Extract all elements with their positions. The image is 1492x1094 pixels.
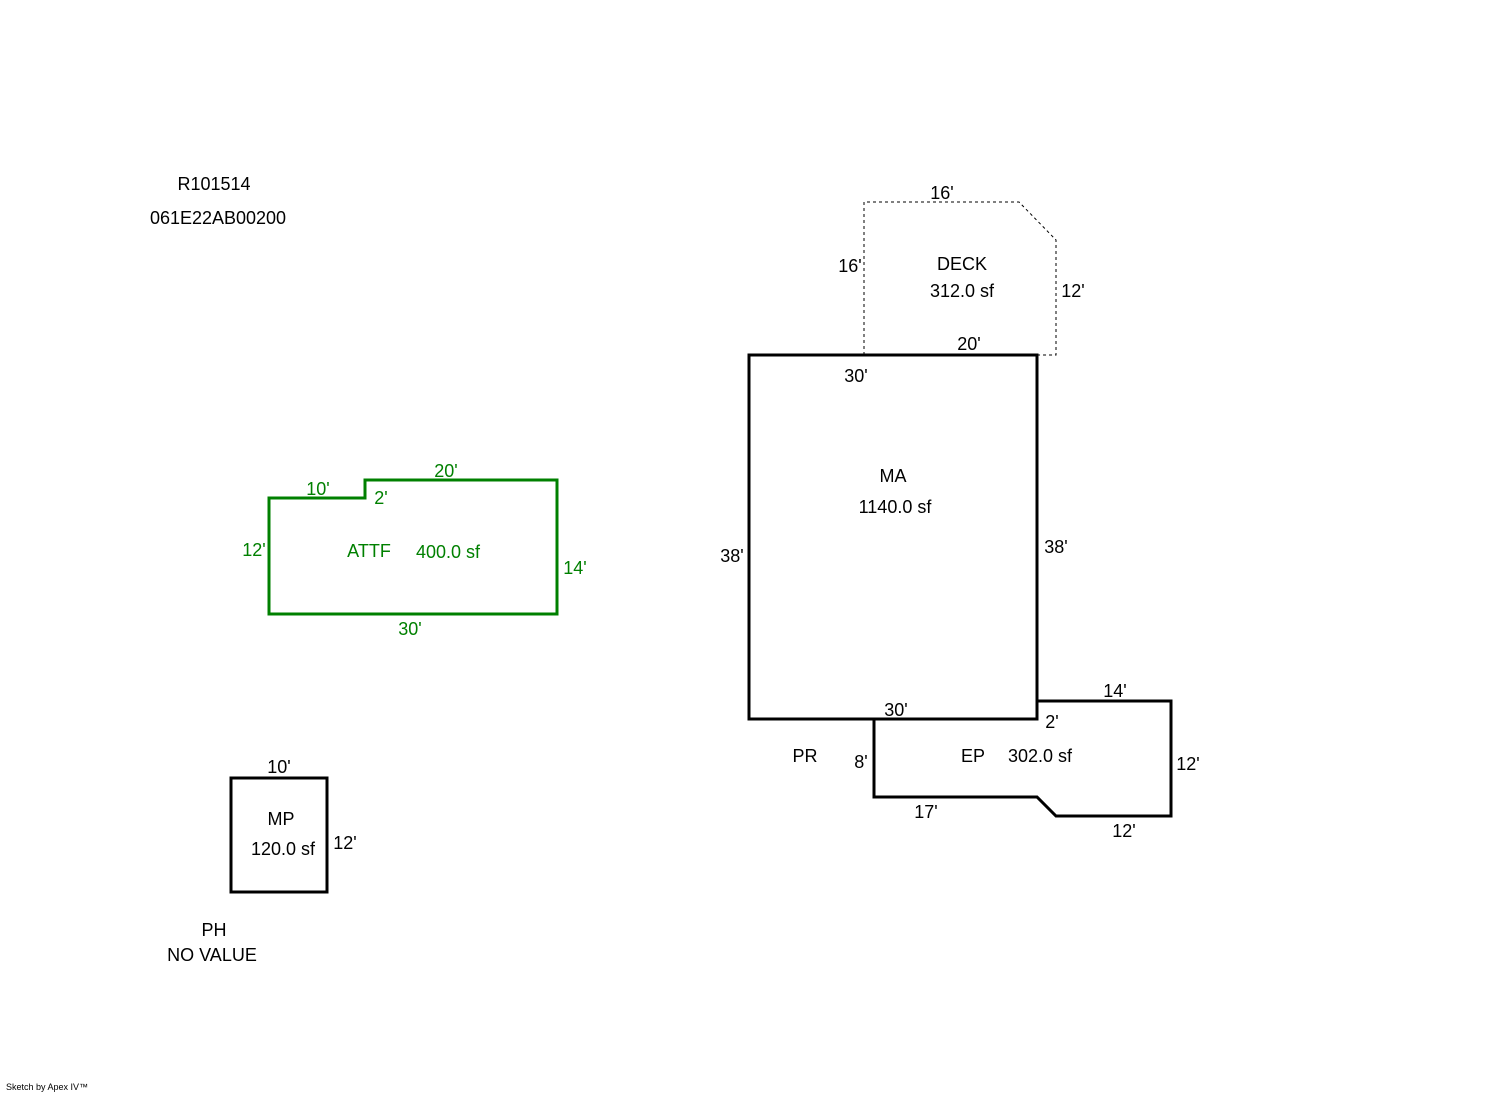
deck-dim-right: 12' (1061, 281, 1084, 301)
deck-area: DECK 312.0 sf 16' 16' 12' 20' (838, 183, 1085, 356)
garage-dim-right: 14' (563, 558, 586, 578)
enclosed-porch-value: 302.0 sf (1008, 746, 1073, 766)
attached-garage: ATTF 400.0 sf 10' 2' 20' 12' 14' 30' (242, 461, 586, 639)
porch-dim-top: 14' (1103, 681, 1126, 701)
mp-outline (229, 776, 329, 894)
mp-area-value: 120.0 sf (251, 839, 316, 859)
deck-area-value: 312.0 sf (930, 281, 995, 301)
garage-dim-bottom: 30' (398, 619, 421, 639)
porch-dim-notch: 2' (1045, 712, 1058, 732)
map-tax-lot: 061E22AB00200 (150, 208, 286, 228)
main-dim-bottom: 30' (884, 700, 907, 720)
attached-garage-outline (267, 478, 559, 616)
garage-dim-step: 2' (374, 488, 387, 508)
attached-garage-label: ATTF (347, 541, 391, 561)
enclosed-porch-label: EP (961, 746, 985, 766)
main-area: MA 1140.0 sf 30' 38' 38' 30' (720, 353, 1068, 721)
account-number: R101514 (177, 174, 250, 194)
ph-label: PH (201, 920, 226, 940)
enclosed-porch-outline (872, 699, 1173, 818)
enclosed-porch: EP 302.0 sf 14' 2' 8' 12' 17' 12' (854, 681, 1199, 841)
pr-label: PR (792, 746, 817, 766)
main-dim-left: 38' (720, 546, 743, 566)
deck-dim-top: 16' (930, 183, 953, 203)
garage-dim-top-right: 20' (434, 461, 457, 481)
deck-dim-bottom: 20' (957, 334, 980, 354)
porch-dim-bottom-right: 12' (1112, 821, 1135, 841)
main-area-outline (747, 353, 1039, 721)
mp-label: MP (268, 809, 295, 829)
porch-dim-right: 12' (1176, 754, 1199, 774)
attached-garage-value: 400.0 sf (416, 542, 481, 562)
garage-dim-left: 12' (242, 540, 265, 560)
main-dim-top: 30' (844, 366, 867, 386)
ph-value: NO VALUE (167, 945, 257, 965)
garage-dim-top-left: 10' (306, 479, 329, 499)
main-dim-right: 38' (1044, 537, 1067, 557)
porch-dim-bottom-left: 17' (914, 802, 937, 822)
deck-label: DECK (937, 254, 987, 274)
mp-dim-top: 10' (267, 757, 290, 777)
deck-dim-left: 16' (838, 256, 861, 276)
mp-area: MP 120.0 sf 10' 12' (229, 757, 357, 894)
deck-outline (863, 201, 1057, 356)
sketch-credit: Sketch by Apex IV™ (6, 1082, 88, 1092)
main-area-label: MA (880, 466, 907, 486)
porch-dim-left: 8' (854, 752, 867, 772)
main-area-value: 1140.0 sf (859, 497, 933, 517)
mp-dim-right: 12' (333, 833, 356, 853)
